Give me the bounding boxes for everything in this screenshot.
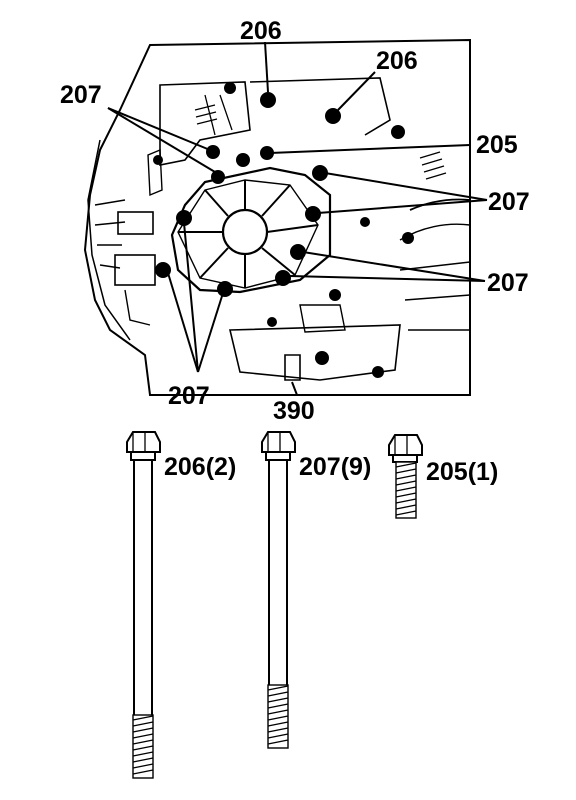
bolt-head (260, 92, 276, 108)
bolt-head (360, 217, 370, 227)
bolt-207 (261, 431, 296, 749)
callout-207-bottom: 207 (168, 382, 210, 410)
bolt-205-label: 205(1) (426, 458, 498, 486)
callout-390: 390 (273, 397, 315, 425)
bolt-head (224, 82, 236, 94)
bolt-head (275, 270, 291, 286)
bolt-head (315, 351, 329, 365)
callout-207-right2: 207 (487, 269, 529, 297)
bolt-206 (126, 431, 161, 779)
bolt-head (325, 108, 341, 124)
callout-205: 205 (476, 131, 518, 159)
bolt-205 (388, 434, 423, 519)
bolt-head (236, 153, 250, 167)
bolt-head (211, 170, 225, 184)
leader-lines (107, 41, 488, 396)
bolt-head (402, 232, 414, 244)
bolt-head (305, 206, 321, 222)
bolt-head (391, 125, 405, 139)
callout-207-right1: 207 (488, 188, 530, 216)
callout-207-topleft: 207 (60, 81, 102, 109)
bolt-head (217, 281, 233, 297)
bolt-207-thread (267, 684, 289, 749)
callout-206-top: 206 (240, 17, 282, 45)
bolt-head (155, 262, 171, 278)
bolt-head (206, 145, 220, 159)
bolt-206-label: 206(2) (164, 453, 236, 481)
bolt-head (312, 165, 328, 181)
bolt-head (372, 366, 384, 378)
bolt-head (153, 155, 163, 165)
transmission-case-illustration (83, 38, 471, 396)
bolt-head (329, 289, 341, 301)
callout-labels: 206 206 207 205 207 207 207 390 (60, 17, 530, 425)
bolt-205-thread (395, 461, 417, 519)
bolt-head (260, 146, 274, 160)
bolt-207-label: 207(9) (299, 453, 371, 481)
bolt-206-thread (132, 714, 154, 779)
callout-206-right: 206 (376, 47, 418, 75)
bolt-head (176, 210, 192, 226)
housing-bolt-heads (153, 82, 414, 378)
bolt-head (290, 244, 306, 260)
bolt-head (267, 317, 277, 327)
